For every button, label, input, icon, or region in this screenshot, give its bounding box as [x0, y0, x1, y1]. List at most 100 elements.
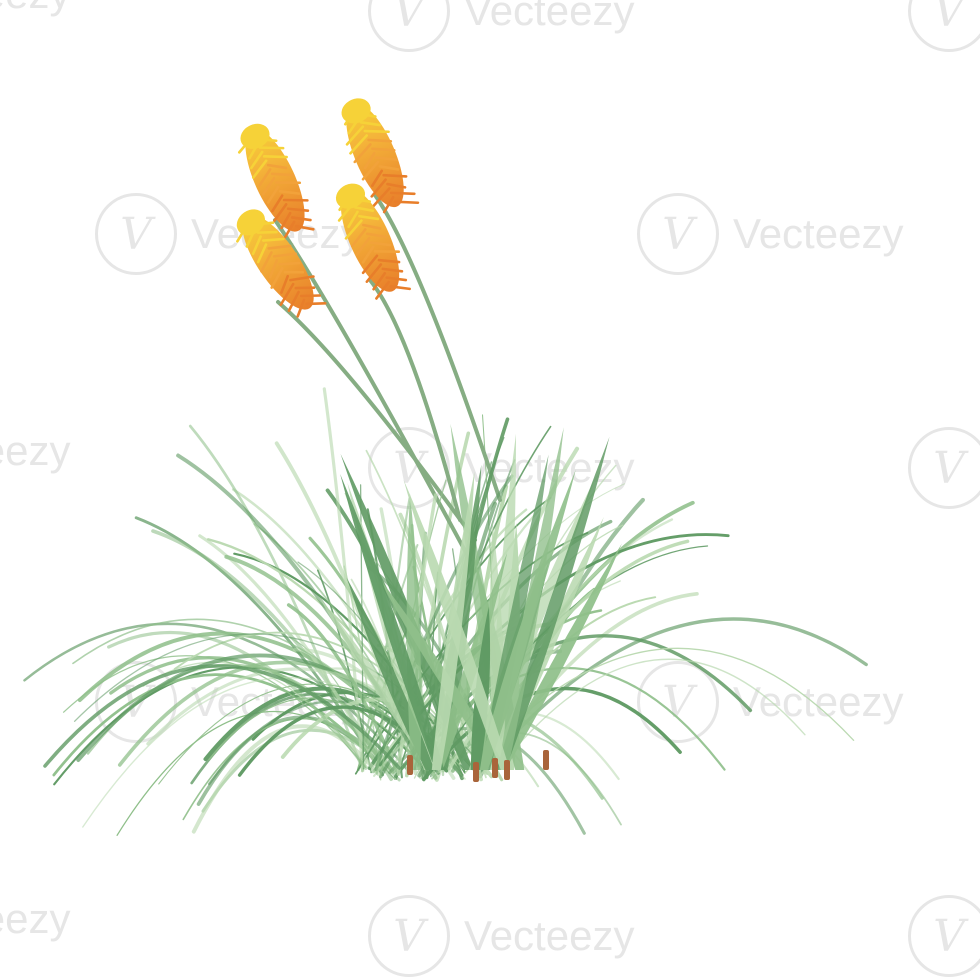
floret	[345, 125, 365, 146]
floret	[287, 290, 300, 313]
floret	[385, 276, 408, 282]
floret	[377, 258, 401, 264]
watermark: V Vecteezy	[637, 661, 903, 743]
stem-base	[504, 760, 510, 780]
watermark-logo-icon: V	[368, 895, 450, 977]
floret	[344, 219, 363, 240]
floret	[279, 282, 295, 306]
watermark: V	[908, 0, 980, 52]
floret	[361, 254, 379, 275]
floret	[389, 191, 416, 196]
floret	[261, 176, 276, 196]
floret	[299, 294, 322, 298]
floret	[358, 214, 380, 221]
stem-base	[492, 758, 498, 778]
floret	[278, 261, 301, 266]
leaf	[340, 473, 445, 770]
floret	[268, 259, 279, 279]
grass-blade	[375, 497, 411, 775]
floret	[282, 198, 309, 202]
floret	[393, 200, 420, 205]
watermark: Vecteezy	[0, 427, 70, 475]
floret	[365, 263, 383, 283]
floret	[369, 241, 392, 247]
leaf	[478, 550, 548, 770]
floret	[258, 146, 285, 150]
flower-spike	[237, 123, 315, 239]
floret	[371, 187, 391, 208]
floret	[284, 220, 296, 239]
floret	[370, 178, 387, 198]
floret	[354, 206, 375, 213]
flower-tip	[341, 98, 371, 124]
grass-blade	[107, 630, 368, 770]
floret	[349, 134, 368, 155]
watermark-logo-icon: V	[637, 193, 719, 275]
floret	[363, 129, 390, 134]
leaf	[481, 454, 549, 770]
floret	[296, 298, 306, 318]
watermark: V	[908, 895, 980, 977]
floret	[378, 165, 400, 171]
floret	[372, 271, 387, 291]
floret	[262, 237, 285, 242]
flower-spike	[341, 98, 420, 214]
floret	[272, 252, 298, 258]
floret	[274, 181, 302, 185]
floret	[381, 267, 404, 273]
floret	[382, 195, 395, 214]
flower-spike	[335, 183, 411, 300]
floret	[359, 120, 382, 127]
floret	[365, 232, 387, 239]
floret	[367, 138, 393, 143]
watermark-text: Vecteezy	[0, 0, 70, 18]
grass-blades-back	[23, 414, 868, 836]
stem-base	[473, 762, 479, 782]
flower-spike	[236, 209, 327, 318]
watermark: V Vecteezy	[637, 193, 903, 275]
watermark: V Vecteezy	[368, 895, 634, 977]
floret	[258, 168, 272, 187]
floret	[361, 160, 380, 181]
leaf	[496, 543, 622, 770]
floret	[270, 172, 295, 177]
floret	[251, 235, 262, 256]
watermark-text: Vecteezy	[733, 678, 904, 725]
watermark-text: Vecteezy	[0, 895, 71, 942]
floret	[262, 155, 288, 159]
floret	[273, 203, 288, 223]
floret	[266, 185, 280, 204]
floret	[250, 150, 264, 170]
floret	[280, 274, 290, 294]
floret	[374, 156, 398, 162]
watermark-text: Vecteezy	[0, 427, 71, 474]
floret	[270, 266, 284, 289]
floret	[386, 182, 407, 189]
stem-base	[543, 750, 549, 770]
stem-base	[407, 755, 413, 775]
floret	[256, 243, 268, 264]
floret	[362, 223, 382, 230]
grass-blade	[43, 664, 402, 770]
watermark: Vecteezy	[0, 895, 70, 943]
grass-blade	[109, 656, 395, 774]
watermark-logo-icon: V	[95, 193, 177, 275]
watermark-text: Vecteezy	[464, 0, 635, 34]
floret	[389, 285, 411, 291]
grass-blade	[286, 603, 399, 773]
watermark-logo-icon: V	[908, 427, 980, 509]
floret	[267, 244, 292, 250]
floret	[271, 194, 284, 213]
watermark-text: Vecteezy	[733, 210, 904, 257]
floret	[305, 302, 327, 306]
floret	[351, 228, 367, 248]
floret	[280, 211, 292, 230]
floret	[347, 210, 359, 229]
leaf	[403, 480, 510, 770]
floret	[266, 163, 288, 170]
floret	[361, 245, 375, 264]
floret	[371, 147, 396, 152]
floret	[256, 230, 278, 234]
